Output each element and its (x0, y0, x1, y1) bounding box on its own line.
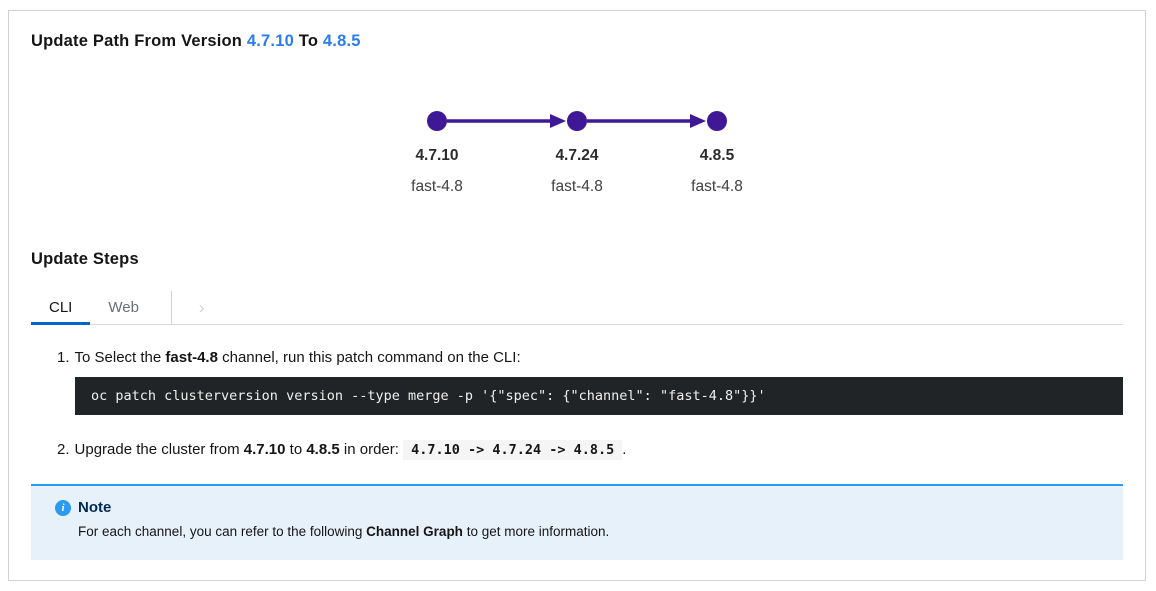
node-channel-label: fast-4.8 (411, 178, 463, 195)
step-1-number: 1. (57, 349, 70, 366)
note-body: For each channel, you can refer to the f… (78, 524, 1099, 539)
edge-arrowhead-2 (690, 114, 706, 128)
upgrade-order-inline-code: 4.7.10 -> 4.7.24 -> 4.8.5 (403, 440, 623, 460)
note-body-post: to get more information. (462, 524, 610, 539)
graph-channel-labels: fast-4.8 fast-4.8 fast-4.8 (367, 165, 787, 196)
note-alert: i Note For each channel, you can refer t… (31, 484, 1123, 560)
patch-command-code-block: oc patch clusterversion version --type m… (75, 377, 1123, 415)
node-version-label: 4.8.5 (699, 147, 735, 164)
info-icon: i (55, 499, 71, 516)
title-prefix: Update Path From Version (31, 32, 243, 50)
node-version-label: 4.7.24 (555, 147, 599, 164)
step-2-number: 2. (57, 441, 70, 458)
step-1-text: 1.To Select the fast-4.8 channel, run th… (57, 348, 1123, 367)
tab-web[interactable]: Web (108, 299, 139, 316)
step-2-post: in order: (339, 441, 404, 458)
note-channel-graph-label: Channel Graph (366, 524, 463, 539)
version-node-3[interactable] (707, 111, 727, 131)
steps-list: 1.To Select the fast-4.8 channel, run th… (31, 348, 1123, 460)
tab-cli[interactable]: CLI (31, 291, 91, 325)
tab-divider (170, 291, 172, 324)
graph-version-labels: 4.7.10 4.7.24 4.8.5 (367, 141, 787, 165)
update-path-graph: 4.7.10 4.7.24 4.8.5 fast-4.8 fast-4.8 fa… (367, 101, 787, 196)
step-2-period: . (622, 441, 627, 458)
to-version: 4.8.5 (322, 32, 361, 50)
step-2-mid: to (285, 441, 307, 458)
from-version: 4.7.10 (246, 32, 294, 50)
update-path-graph-svg (427, 111, 727, 131)
edge-arrowhead-1 (550, 114, 566, 128)
update-steps-tabs: CLI Web › (31, 291, 1123, 325)
version-node-2[interactable] (567, 111, 587, 131)
node-channel-label: fast-4.8 (551, 178, 603, 195)
tab-scroll-right-icon[interactable]: › (198, 297, 205, 317)
step-1-post: channel, run this patch command on the C… (217, 349, 521, 366)
update-steps-heading: Update Steps (31, 250, 139, 268)
step-2-text: 2.Upgrade the cluster from 4.7.10 to 4.8… (57, 440, 1123, 460)
title-to-label: To (298, 32, 319, 50)
version-node-1[interactable] (427, 111, 447, 131)
node-channel-label: fast-4.8 (691, 178, 743, 195)
step-2-from-version: 4.7.10 (243, 441, 286, 458)
step-2-to-version: 4.8.5 (306, 441, 340, 458)
update-path-panel: Update Path From Version 4.7.10 To 4.8.5… (8, 10, 1146, 581)
note-header: i Note (55, 499, 1099, 516)
page-title: Update Path From Version 4.7.10 To 4.8.5 (31, 32, 1123, 51)
note-body-pre: For each channel, you can refer to the f… (78, 524, 367, 539)
step-2-pre: Upgrade the cluster from (74, 441, 244, 458)
note-title: Note (78, 499, 112, 516)
node-version-label: 4.7.10 (415, 147, 459, 164)
step-1-pre: To Select the (74, 349, 166, 366)
step-1-channel: fast-4.8 (165, 349, 218, 366)
